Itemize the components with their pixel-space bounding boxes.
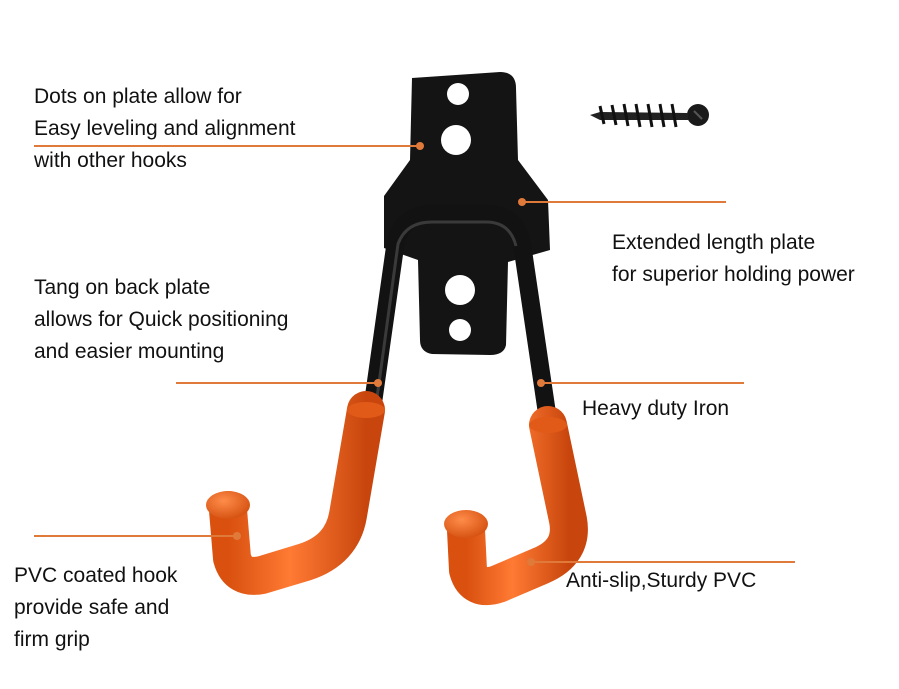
callout-heavy-iron: Heavy duty Iron	[582, 397, 730, 420]
screw-icon	[590, 103, 709, 128]
callout-lines	[34, 145, 795, 563]
pvc-coating-left	[209, 391, 385, 595]
callout-dots-plate: Dots on plate allow for Easy leveling an…	[34, 85, 296, 172]
pvc-coating-right	[447, 406, 588, 606]
plate-hole	[441, 125, 471, 155]
callout-pvc-hook: PVC coated hook provide safe and firm gr…	[14, 564, 178, 651]
plate-hole	[447, 83, 469, 105]
iron-rod	[363, 205, 557, 429]
pvc-cap-right	[444, 510, 488, 538]
plate-hole	[449, 319, 471, 341]
callout-dots	[233, 142, 545, 566]
callout-extended-plate: Extended length plate for superior holdi…	[612, 231, 855, 286]
callout-tang: Tang on back plate allows for Quick posi…	[34, 276, 289, 363]
pvc-cap-left	[206, 491, 250, 519]
callout-anti-slip: Anti-slip,Sturdy PVC	[566, 569, 757, 592]
plate-hole	[445, 275, 475, 305]
